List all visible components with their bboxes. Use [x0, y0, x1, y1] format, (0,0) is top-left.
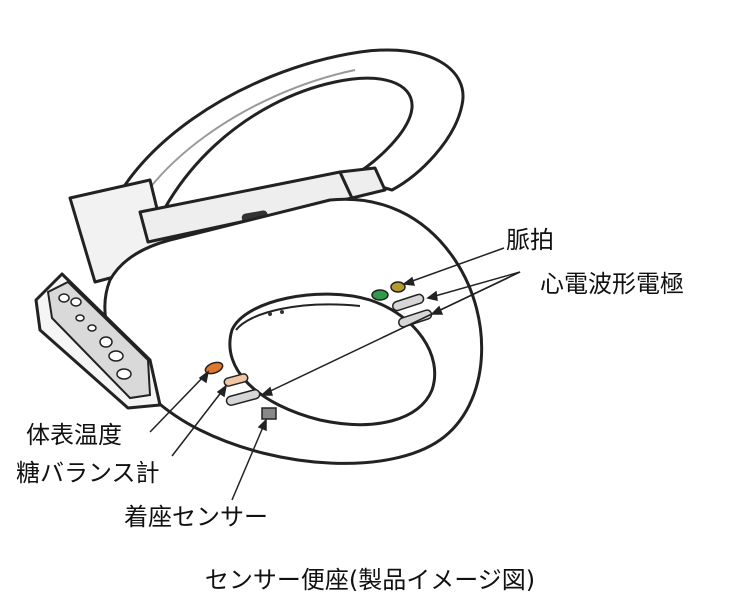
label-seat-sensor: 着座センサー — [124, 503, 268, 531]
label-body-temp: 体表温度 — [26, 421, 122, 449]
balance-sensor — [223, 373, 249, 387]
caption: センサー便座(製品イメージ図) — [204, 566, 536, 594]
ecg-electrode-2 — [398, 309, 433, 328]
green-sensor — [371, 289, 389, 301]
ecg-electrode-3 — [225, 388, 261, 406]
label-pulse: 脈拍 — [506, 226, 554, 254]
temp-sensor — [204, 361, 224, 375]
seat-opening — [228, 292, 437, 427]
ecg-electrode-1 — [391, 293, 425, 312]
seat-ring — [103, 197, 484, 465]
pulse-sensor — [390, 281, 406, 293]
sensors — [204, 281, 433, 420]
leader-lines — [149, 247, 521, 501]
remote-control-panel-icon — [34, 272, 162, 410]
label-glucose-balance: 糖バランス計 — [16, 459, 160, 487]
label-ecg: 心電波形電極 — [540, 270, 684, 298]
seat-sensor-square-icon — [261, 407, 277, 420]
